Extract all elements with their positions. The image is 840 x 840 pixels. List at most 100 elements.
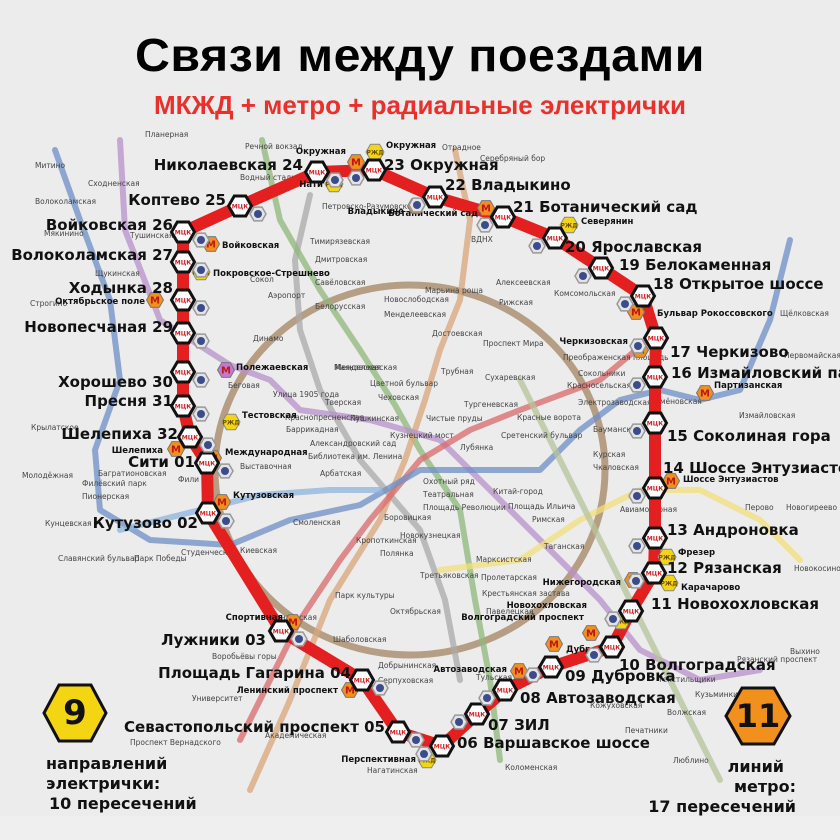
bottom-strip xyxy=(0,816,840,840)
mcc-station-label: 15 Соколиная гора xyxy=(667,427,831,445)
metro-station-label: Нагатинская xyxy=(367,766,418,775)
metro-station-label: Тимирязевская xyxy=(309,237,370,246)
metro-station-label: Курская xyxy=(593,450,625,459)
mcc-station-label: 06 Варшавское шоссе xyxy=(457,734,650,752)
svg-text:МЦК: МЦК xyxy=(175,331,192,338)
metro-station-label: Тверская xyxy=(324,398,361,407)
metro-transfer-label: Новохохловская xyxy=(507,601,587,611)
metro-transfer-label: Черкизовская xyxy=(559,337,628,347)
metro-m-icon xyxy=(216,362,236,378)
svg-text:МЦК: МЦК xyxy=(366,168,383,175)
metro-station-label: Перово xyxy=(745,503,774,512)
metro-station-label: Текстильщики xyxy=(657,675,716,684)
mcc-station-hex-icon xyxy=(537,655,565,679)
metro-transfer-label: Кутузовская xyxy=(233,491,294,501)
metro-station-label: Пионерская xyxy=(82,492,129,501)
mcc-station-label: 23 Окружная xyxy=(384,156,499,174)
svg-text:M: M xyxy=(221,366,231,377)
metro-station-label: Баррикадная xyxy=(286,425,338,434)
metro-station-label: Кунцевская xyxy=(45,519,92,528)
mcc-station-hex-icon xyxy=(541,226,569,250)
mcc-station-hex-icon xyxy=(428,734,456,758)
metro-station-label: Тушинская xyxy=(129,231,173,240)
metro-station-label: Александровский сад xyxy=(310,439,396,448)
svg-text:МЦК: МЦК xyxy=(647,421,664,428)
svg-text:МЦК: МЦК xyxy=(547,236,564,243)
svg-text:МЦК: МЦК xyxy=(543,665,560,672)
svg-text:МЦК: МЦК xyxy=(427,195,444,202)
metro-lines-count: 11 xyxy=(735,697,781,735)
metro-transfer-badge: M xyxy=(346,154,366,170)
svg-text:M: M xyxy=(700,389,710,400)
mcc-station-hex-icon xyxy=(169,220,197,244)
train-transfer-label: Северянин xyxy=(581,217,634,227)
metro-transfer-label: Международная xyxy=(225,448,308,458)
metro-station-label: Дмитровская xyxy=(315,255,367,264)
mcc-station-hex-icon xyxy=(640,561,668,585)
svg-text:МЦК: МЦК xyxy=(309,170,326,177)
metro-station-label: Пролетарская xyxy=(481,573,537,582)
train-transfer-label: Фрезер xyxy=(678,548,715,558)
metro-station-label: Достоевская xyxy=(432,329,482,338)
metro-station-label: Тургеневская xyxy=(463,400,518,409)
svg-text:МЦК: МЦК xyxy=(175,404,192,411)
metro-station-label: Чкаловская xyxy=(593,463,639,472)
metro-station-label: Трубная xyxy=(440,367,473,376)
metro-station-label: Добрынинская xyxy=(378,661,436,670)
mcc-station-label: Площадь Гагарина 04 xyxy=(158,664,351,682)
mcc-station-label: Севастопольский проспект 05 xyxy=(124,718,385,736)
mcc-station-label: Пресня 31 xyxy=(85,392,173,410)
train-transfer-label: Тестовская xyxy=(242,411,297,421)
mcc-station-label: 11 Новохохловская xyxy=(651,595,819,613)
page-title: Связи между поездами xyxy=(135,29,705,81)
metro-station-label: Парк Победы xyxy=(134,554,187,563)
metro-m-icon xyxy=(509,663,529,679)
metro-station-label: Тульская xyxy=(475,673,512,682)
metro-station-label: Кузьминки xyxy=(695,690,738,699)
svg-text:МЦК: МЦК xyxy=(497,688,514,695)
metro-station-label: Сходненская xyxy=(88,179,140,188)
svg-text:МЦК: МЦК xyxy=(175,370,192,377)
metro-station-label: Планерная xyxy=(145,130,188,139)
svg-text:МЦК: МЦК xyxy=(648,336,665,343)
metro-station-label: Таганская xyxy=(543,542,584,551)
metro-line-arbatsko-pokrovskaya xyxy=(52,147,793,548)
mcc-station-hex-icon xyxy=(641,411,669,435)
mcc-station-label: Хорошево 30 xyxy=(58,373,173,391)
metro-station-label: Марксистская xyxy=(476,555,532,564)
metro-station-label: Охотный ряд xyxy=(423,477,475,486)
metro-station-label: Рязанский проспект xyxy=(737,655,818,664)
mcc-station-label: 20 Ярославская xyxy=(565,238,702,256)
mcc-station-hex-icon xyxy=(641,365,669,389)
mcc-station-label: 21 Ботанический сад xyxy=(513,198,697,216)
svg-text:МЦК: МЦК xyxy=(199,461,216,468)
metro-transfer-label: Автозаводская xyxy=(434,665,507,675)
svg-text:M: M xyxy=(171,445,181,456)
mcc-station-hex-icon xyxy=(489,205,517,229)
metro-station-label: Коломенская xyxy=(505,763,557,772)
metro-station-label: Измайловская xyxy=(739,411,795,420)
train-transfer-label: Покровское-Стрешнево xyxy=(213,269,330,279)
svg-text:M: M xyxy=(631,308,641,319)
caption-line: линий xyxy=(727,757,784,776)
train-transfer-badge: РЖД xyxy=(365,143,385,161)
metro-station-label: Сретенский бульвар xyxy=(501,431,583,440)
metro-transfer-badge: M xyxy=(216,362,236,378)
metro-station-label: Багратионовская xyxy=(98,469,167,478)
svg-text:МЦК: МЦК xyxy=(175,260,192,267)
metro-station-label: Проспект Мира xyxy=(483,339,544,348)
mcc-station-label: Сити 01 xyxy=(128,453,195,471)
metro-station-label: Кропоткинская xyxy=(356,536,417,545)
mcc-station-hex-icon xyxy=(348,668,376,692)
train-directions-count: 9 xyxy=(63,693,87,733)
metro-station-label: Новокосино xyxy=(794,564,840,573)
metro-station-label: Алексеевская xyxy=(496,278,551,287)
